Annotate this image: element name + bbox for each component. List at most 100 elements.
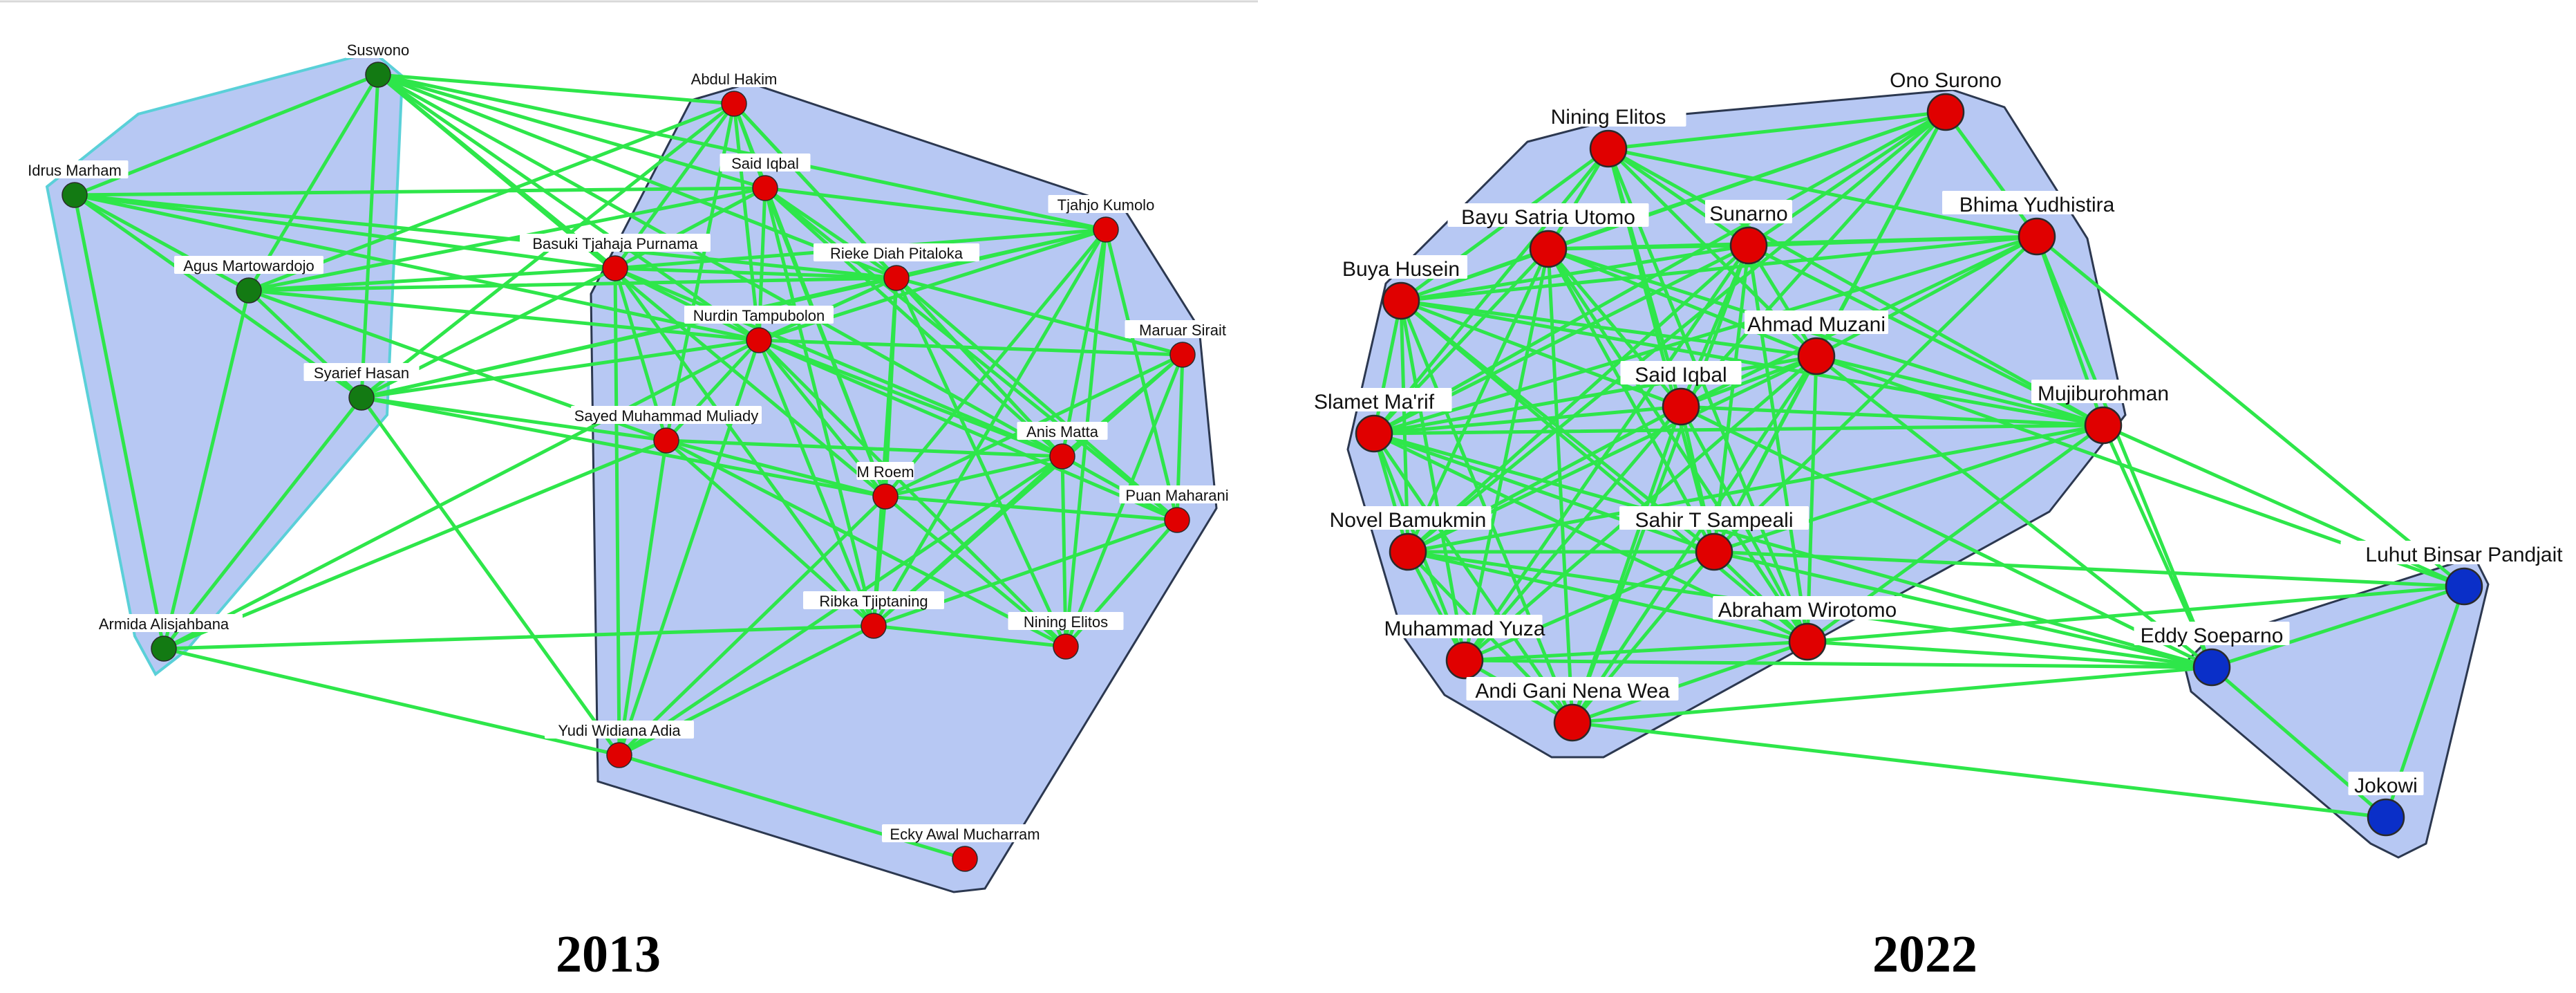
node-bayu[interactable] [1529, 230, 1568, 268]
node-label-rieke: Rieke Diah Pitaloka [830, 245, 963, 262]
node-basuki[interactable] [602, 255, 628, 281]
edge-tjahjo-anis [1060, 228, 1108, 458]
node-bhima[interactable] [2018, 217, 2056, 256]
node-yudi[interactable] [606, 742, 632, 768]
node-abdul[interactable] [721, 91, 747, 117]
node-label-tjahjo: Tjahjo Kumolo [1057, 196, 1155, 214]
edge-suswono-rieke [376, 73, 899, 280]
node-puan[interactable] [1164, 507, 1190, 533]
node-ribka[interactable] [861, 613, 887, 639]
node-label-buya: Buya Husein [1342, 258, 1460, 281]
edge-abraham-eddy [1805, 640, 2214, 669]
edge-nining-bhima [1606, 147, 2039, 239]
node-label-sayed: Sayed Muhammad Muliady [574, 407, 759, 425]
node-label-bayu: Bayu Satria Utomo [1461, 206, 1635, 229]
node-label-bg [2031, 380, 2175, 403]
node-label-bg [345, 40, 411, 58]
edge-syarief-mroem [359, 396, 887, 499]
node-label-nining13: Nining Elitos [1024, 613, 1108, 631]
edge-suswono-abdul [376, 73, 736, 106]
edge-basuki-rieke [613, 266, 899, 280]
node-label-bg [1705, 200, 1792, 223]
node-buya[interactable] [1382, 281, 1420, 320]
node-jokowi[interactable] [2367, 798, 2405, 837]
node-muji[interactable] [2084, 406, 2123, 445]
node-ahmad[interactable] [1797, 337, 1836, 375]
edge-sayed-mroem [664, 438, 887, 499]
node-label-bg [882, 824, 1048, 842]
edge-suswono-tjahjo [376, 73, 1108, 232]
node-sayed[interactable] [653, 427, 679, 454]
node-andi[interactable] [1553, 703, 1592, 742]
node-anis[interactable] [1049, 443, 1075, 470]
edge-slamet-andi [1372, 431, 1574, 725]
node-mroem[interactable] [872, 483, 899, 510]
node-label-luhut: Luhut Binsar Pandjait [2365, 544, 2563, 566]
node-label-bg [303, 363, 420, 381]
edge-muji-novel [1406, 423, 2105, 554]
node-ono[interactable] [1926, 93, 1965, 131]
node-abraham[interactable] [1788, 622, 1827, 661]
node-label-puan: Puan Maharani [1125, 487, 1228, 504]
edge-ono-bhima [1944, 110, 2039, 239]
edge-abdul-nurdin [732, 102, 761, 342]
edge-sayed-yudi [617, 438, 668, 757]
edge-nining-muji [1606, 147, 2105, 427]
node-tjahjo[interactable] [1093, 216, 1119, 243]
node-novel[interactable] [1389, 532, 1427, 571]
node-eddy[interactable] [2192, 648, 2231, 687]
edge-slamet-said22 [1372, 405, 1683, 436]
node-label-bhima: Bhima Yudhistira [1959, 194, 2115, 216]
edge-ahmad-slamet [1372, 354, 1818, 436]
node-label-bg [174, 256, 323, 274]
node-label-mroem: M Roem [856, 463, 914, 481]
node-nining[interactable] [1589, 129, 1628, 168]
node-label-maruar: Maruar Sirait [1139, 322, 1226, 339]
edge-nurdin-nining13 [757, 338, 1068, 649]
node-muhyuza[interactable] [1445, 641, 1484, 680]
edge-said-tjahjo [763, 186, 1108, 232]
node-nurdin[interactable] [746, 327, 772, 353]
node-sunarno[interactable] [1729, 226, 1768, 265]
node-label-bg [1008, 612, 1124, 630]
node-said22[interactable] [1662, 387, 1700, 426]
edge-idrus-basuki [73, 193, 617, 270]
edge-buya-muji [1399, 299, 2105, 427]
node-agus[interactable] [236, 277, 262, 304]
edge-sunarno-buya [1399, 243, 1751, 303]
edge-bhima-slamet [1372, 234, 2039, 436]
edge-ahmad-muji [1814, 354, 2105, 427]
node-nining13[interactable] [1053, 633, 1079, 660]
node-luhut[interactable] [2445, 567, 2483, 606]
edge-anis-mroem [883, 454, 1064, 499]
node-armida[interactable] [151, 635, 177, 662]
node-maruar[interactable] [1169, 342, 1196, 368]
edge-bhima-buya [1399, 234, 2039, 303]
edge-syarief-yudi [359, 396, 621, 757]
edge-said-rieke [763, 186, 899, 280]
node-sahir[interactable] [1695, 532, 1733, 571]
node-label-bg [814, 243, 979, 261]
edge-sahir-eddy [1712, 550, 2214, 669]
node-idrus[interactable] [62, 182, 88, 208]
node-label-bg [1447, 203, 1649, 227]
node-slamet[interactable] [1355, 414, 1393, 453]
node-suswono[interactable] [365, 62, 391, 88]
node-said[interactable] [752, 175, 778, 201]
node-label-bg [1335, 255, 1467, 279]
node-label-bg [1048, 195, 1164, 213]
node-rieke[interactable] [883, 265, 910, 291]
edge-ahmad-abraham [1805, 354, 1818, 644]
node-syarief[interactable] [348, 384, 375, 411]
edge-abraham-luhut [1805, 584, 2466, 644]
node-label-bg [1619, 506, 1809, 530]
node-label-muhyuza: Muhammad Yuza [1384, 618, 1545, 640]
edge-ono-slamet [1372, 110, 1948, 436]
node-label-nining: Nining Elitos [1551, 106, 1666, 129]
edge-ahmad-eddy [1814, 354, 2214, 669]
node-label-jokowi: Jokowi [2354, 774, 2418, 797]
node-label-bg [520, 234, 711, 252]
node-ecky[interactable] [952, 846, 978, 872]
node-label-sahir: Sahir T Sampeali [1635, 509, 1793, 532]
